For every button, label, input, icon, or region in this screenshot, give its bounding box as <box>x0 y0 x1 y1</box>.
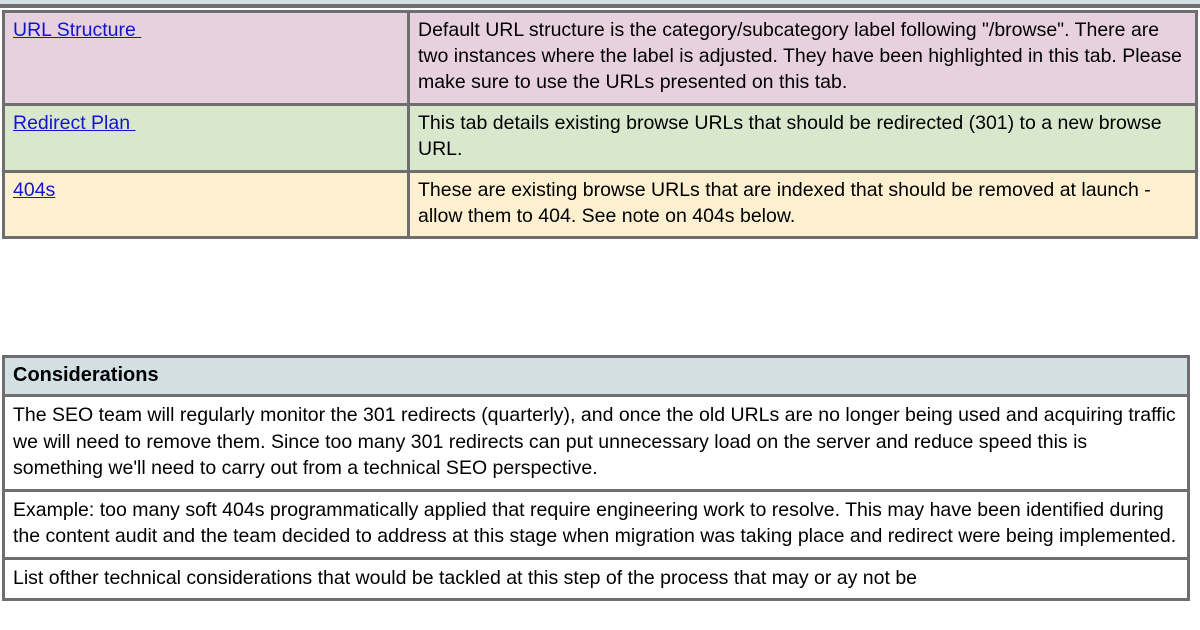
legend-description-url-structure: Default URL structure is the category/su… <box>407 10 1198 106</box>
legend-label-cell-url-structure: URL Structure <box>2 10 410 106</box>
considerations-header-row: Considerations <box>2 354 1190 398</box>
table-row: The SEO team will regularly monitor the … <box>2 394 1190 492</box>
consideration-paragraph-2: Example: too many soft 404s programmatic… <box>2 488 1190 560</box>
tab-legend-table: URL Structure Default URL structure is t… <box>2 10 1198 240</box>
cut-off-header-strip <box>0 0 1200 8</box>
link-404s[interactable]: 404s <box>13 178 56 201</box>
considerations-header-label: Considerations <box>2 354 1190 398</box>
table-row: Example: too many soft 404s programmatic… <box>2 488 1190 560</box>
link-url-structure[interactable]: URL Structure <box>13 19 142 41</box>
table-row: Redirect Plan This tab details existing … <box>2 102 1198 173</box>
table-row: List ofther technical considerations tha… <box>2 556 1190 602</box>
consideration-paragraph-1: The SEO team will regularly monitor the … <box>2 394 1190 492</box>
table-row: URL Structure Default URL structure is t… <box>2 10 1198 106</box>
legend-label-cell-redirect-plan: Redirect Plan <box>2 102 410 173</box>
link-redirect-plan[interactable]: Redirect Plan <box>13 111 136 134</box>
considerations-table: Considerations The SEO team will regular… <box>2 354 1190 602</box>
legend-description-404s: These are existing browse URLs that are … <box>407 169 1198 240</box>
legend-label-cell-404s: 404s <box>2 169 410 240</box>
table-row: 404s These are existing browse URLs that… <box>2 169 1198 240</box>
consideration-paragraph-3: List ofther technical considerations tha… <box>2 556 1190 602</box>
legend-description-redirect-plan: This tab details existing browse URLs th… <box>407 102 1198 173</box>
